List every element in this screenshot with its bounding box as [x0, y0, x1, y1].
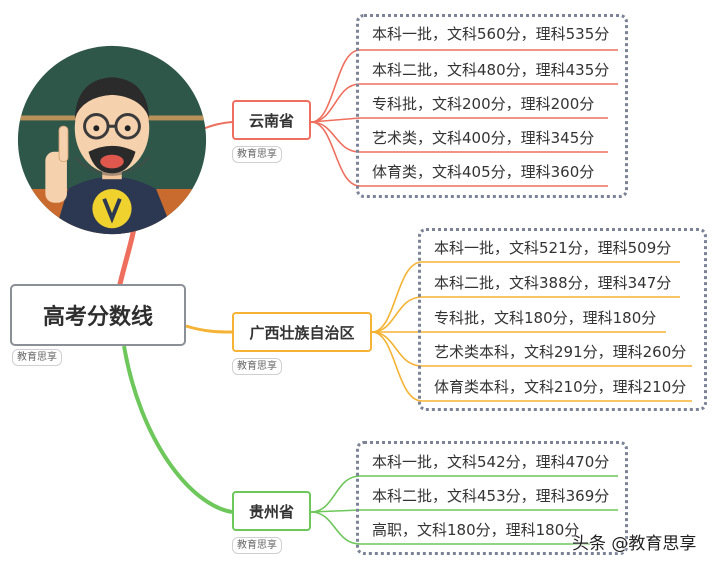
- province-yunnan-tag: 教育思享: [232, 146, 282, 163]
- guizhou-item[interactable]: 本科一批，文科542分，理科470分: [372, 453, 610, 471]
- province-guizhou[interactable]: 贵州省: [232, 491, 311, 531]
- guangxi-item[interactable]: 艺术类本科，文科291分，理科260分: [434, 343, 687, 361]
- root-tag: 教育思享: [12, 349, 62, 366]
- guangxi-item[interactable]: 本科一批，文科521分，理科509分: [434, 239, 672, 257]
- guangxi-item[interactable]: 专科批，文科180分，理科180分: [434, 309, 657, 327]
- watermark: 头条 @教育思享: [572, 534, 697, 554]
- guizhou-item[interactable]: 高职，文科180分，理科180分: [372, 521, 580, 539]
- yunnan-item[interactable]: 本科二批，文科480分，理科435分: [372, 61, 610, 79]
- guizhou-item[interactable]: 本科二批，文科453分，理科369分: [372, 487, 610, 505]
- guangxi-group-border: [418, 228, 707, 411]
- guangxi-item[interactable]: 本科二批，文科388分，理科347分: [434, 274, 672, 292]
- province-guangxi-tag: 教育思享: [232, 358, 282, 375]
- province-yunnan[interactable]: 云南省: [232, 100, 311, 140]
- yunnan-item[interactable]: 本科一批，文科560分，理科535分: [372, 25, 610, 43]
- province-guangxi[interactable]: 广西壮族自治区: [232, 312, 372, 352]
- avatar: [17, 45, 207, 235]
- guangxi-item[interactable]: 体育类本科，文科210分，理科210分: [434, 378, 687, 396]
- root-node[interactable]: 高考分数线: [10, 284, 186, 346]
- yunnan-item[interactable]: 专科批，文科200分，理科200分: [372, 95, 595, 113]
- yunnan-item[interactable]: 艺术类，文科400分，理科345分: [372, 129, 595, 147]
- guizhou-group-border: [356, 441, 628, 555]
- province-guizhou-tag: 教育思享: [232, 537, 282, 554]
- yunnan-group-border: [356, 14, 628, 198]
- yunnan-item[interactable]: 体育类，文科405分，理科360分: [372, 163, 595, 181]
